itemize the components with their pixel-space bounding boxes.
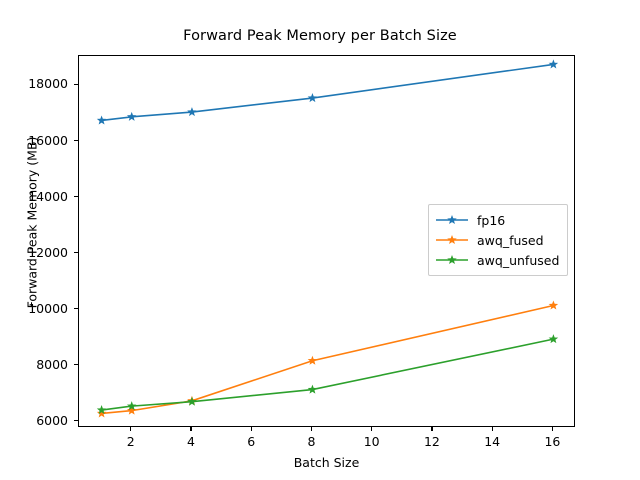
y-tick-mark	[74, 420, 78, 422]
x-tick-mark	[431, 427, 433, 431]
x-tick-mark	[371, 427, 373, 431]
data-point-awq_unfused-4	[187, 396, 197, 406]
x-tick-mark	[491, 427, 493, 431]
data-point-awq_unfused-16	[548, 334, 559, 344]
data-point-awq_fused-2	[126, 405, 137, 415]
legend-line-swatch-0	[436, 215, 468, 225]
data-point-awq_fused-8	[307, 355, 318, 365]
y-tick-label: 8000	[36, 356, 68, 372]
y-tick-label: 12000	[28, 244, 68, 260]
y-tick-mark	[74, 252, 78, 254]
data-point-awq_fused-16	[548, 300, 559, 310]
y-tick-label: 6000	[36, 412, 68, 428]
series-line-awq_unfused	[101, 338, 554, 411]
y-tick-label: 18000	[28, 76, 68, 92]
legend-item-1[interactable]: awq_fused	[435, 230, 559, 250]
series-canvas	[96, 59, 559, 418]
x-tick-label: 8	[307, 434, 316, 449]
data-point-awq_unfused-8	[307, 384, 318, 394]
data-point-awq_fused-1	[96, 408, 107, 418]
series-line-fp16	[101, 63, 554, 122]
y-axis-label: Forward Peak Memory (MB)	[24, 136, 40, 309]
x-tick-mark	[310, 427, 313, 431]
legend-label-2: awq_unfused	[477, 252, 560, 268]
chart-title: Forward Peak Memory per Batch Size	[183, 28, 457, 44]
legend-line-swatch-1	[436, 235, 468, 245]
y-tick-mark	[74, 308, 78, 310]
data-point-fp16-8	[307, 93, 318, 103]
data-point-awq_unfused-1	[96, 405, 107, 415]
y-tick-mark	[74, 364, 78, 366]
y-tick-label: 10000	[28, 300, 68, 316]
x-tick-label: 14	[484, 434, 501, 449]
series-line-awq_fused	[101, 304, 554, 415]
legend-line-swatch-2	[436, 255, 468, 265]
x-tick-label: 10	[363, 434, 380, 449]
x-tick-mark	[190, 427, 192, 431]
x-tick-label: 16	[544, 434, 561, 449]
legend-item-2[interactable]: awq_unfused	[435, 250, 559, 270]
data-point-fp16-16	[548, 59, 559, 69]
y-tick-mark	[74, 196, 78, 198]
data-point-fp16-4	[187, 107, 197, 117]
x-tick-mark	[130, 427, 132, 431]
data-point-fp16-1	[96, 115, 107, 125]
x-tick-label: 2	[126, 434, 135, 449]
legend-item-0[interactable]: fp16	[435, 210, 559, 230]
y-tick-mark	[74, 83, 78, 86]
x-tick-mark	[250, 427, 252, 431]
y-tick-label: 16000	[28, 132, 68, 148]
x-tick-mark	[551, 427, 553, 431]
legend: fp16 awq_fused awq_unfused	[428, 204, 569, 276]
x-tick-label: 12	[423, 434, 440, 449]
x-tick-label: 6	[247, 434, 256, 449]
y-tick-mark	[74, 140, 78, 142]
legend-label-0: fp16	[477, 212, 506, 228]
data-point-awq_unfused-2	[126, 401, 137, 411]
plot-area	[78, 55, 575, 427]
x-tick-label: 4	[186, 434, 195, 449]
legend-label-1: awq_fused	[477, 232, 544, 248]
data-point-fp16-2	[126, 111, 137, 121]
y-tick-label: 14000	[28, 188, 68, 204]
x-axis-label: Batch Size	[293, 455, 360, 470]
